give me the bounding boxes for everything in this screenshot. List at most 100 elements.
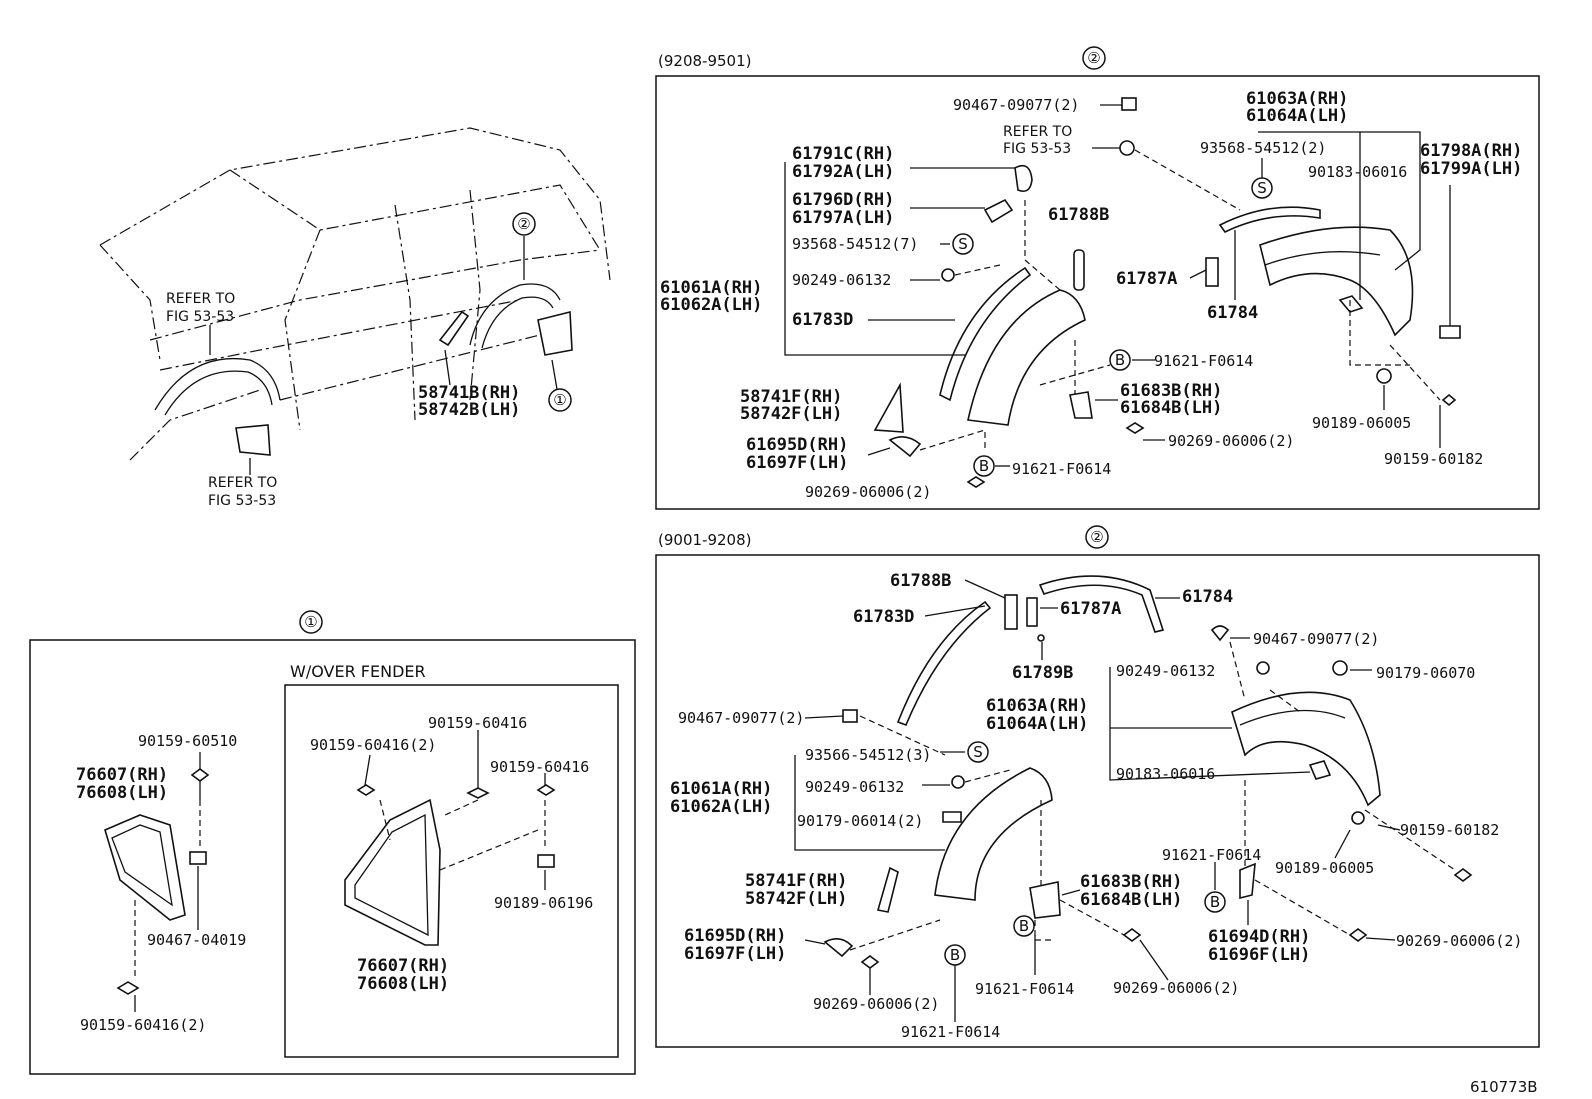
lower-rivet-90269-c (1348, 928, 1368, 942)
upper-dash-6 (1039, 364, 1111, 386)
lower-symbol-s (967, 741, 989, 763)
front-mud-guard (235, 424, 271, 456)
lower-label-58741f: 58741F(RH) (745, 871, 847, 891)
dash-over-4 (439, 829, 539, 871)
upper-label-61684b: 61684B(LH) (1120, 398, 1222, 418)
upper-part-61683b (1069, 391, 1093, 419)
upper-rivet-90269-a (1125, 422, 1145, 434)
lower-rivet-90269-a (860, 955, 880, 969)
part-76607-rh-left: 76607(RH) (76, 765, 168, 785)
lower-label-61063a: 61063A(RH) (986, 696, 1088, 716)
lower-symbol-b-3-text: B (950, 946, 960, 964)
upper-bracket-61063a (1258, 131, 1421, 271)
lower-dash-1 (859, 715, 946, 756)
upper-label-refer-to: REFER TO (1003, 124, 1072, 140)
lower-part-61787a (1026, 597, 1038, 627)
upper-part-61796d (983, 198, 1014, 224)
lower-dash-11 (1059, 899, 1125, 936)
nut-90467-04019 (189, 851, 207, 865)
part-90159-60510: 90159-60510 (138, 732, 237, 750)
dash-over-1 (379, 799, 391, 841)
vehicle-callout-1-circle (548, 388, 572, 412)
lower-label-90467-09077-a: 90467-09077(2) (1253, 630, 1379, 648)
upper-label-61791c: 61791C(RH) (792, 144, 894, 164)
upper-label-61797a: 61797A(LH) (792, 208, 894, 228)
rear-fender-flare-outer (469, 283, 561, 346)
lower-label-61694d: 61694D(RH) (1208, 927, 1310, 947)
lower-label-61788b: 61788B (890, 571, 951, 591)
lower-leader-61783d (924, 605, 986, 617)
upper-nut-90189 (1376, 368, 1392, 384)
lower-dash-6 (1254, 879, 1351, 936)
lower-leader-90269-b (1139, 939, 1169, 981)
upper-label-61787a: 61787A (1116, 269, 1177, 289)
front-fender-flare-outer (154, 357, 281, 411)
upper-symbol-b-1-text: B (1115, 351, 1125, 369)
upper-label-61788b: 61788B (1048, 205, 1109, 225)
lower-dash-7 (849, 919, 941, 951)
lower-bolt-90159 (1453, 868, 1473, 882)
vehicle-callout-1: ① (553, 391, 566, 409)
detail-1-title-circle (299, 610, 323, 634)
lower-leader-90467-b (804, 715, 844, 719)
upper-part-61787a (1205, 257, 1219, 287)
upper-label-61063a: 61063A(RH) (1246, 89, 1348, 109)
mud-guard-left (104, 814, 186, 921)
vehicle-side-line (159, 299, 521, 371)
upper-dash-1 (1134, 149, 1241, 211)
upper-symbol-b-2 (973, 455, 995, 477)
lower-symbol-b-2-text: B (1019, 917, 1029, 935)
vehicle-fig-label: FIG 53-53 (166, 309, 234, 325)
upper-label-90159-60182: 90159-60182 (1384, 450, 1483, 468)
upper-symbol-s-2 (952, 233, 974, 255)
lower-leader-90269-c (1365, 937, 1396, 941)
lower-symbol-b-2 (1013, 915, 1035, 937)
lower-label-90269-06006-b: 90269-06006(2) (1113, 979, 1239, 997)
part-90189-06196: 90189-06196 (494, 894, 593, 912)
upper-rear-flare (1259, 226, 1414, 337)
vehicle-refer-to-label: REFER TO (166, 291, 235, 307)
lower-part-61683b (1029, 881, 1061, 919)
lower-part-90183 (1308, 760, 1332, 780)
part-76607-rh-over: 76607(RH) (357, 956, 449, 976)
part-90159-60416-2-left: 90159-60416(2) (80, 1016, 206, 1034)
lower-label-90183-06016: 90183-06016 (1116, 765, 1215, 783)
upper-label-61783d: 61783D (792, 310, 853, 330)
upper-label-93568-54512-2: 93568-54512(2) (1200, 139, 1326, 157)
upper-clip-90467 (1121, 97, 1137, 111)
part-90159-60416-top: 90159-60416 (428, 714, 527, 732)
lower-clip-90467-b (842, 709, 858, 723)
upper-label-58742f: 58742F(LH) (740, 404, 842, 424)
mud-guard-left-inner (111, 824, 173, 907)
lower-fender-section: (9001-9208) ② (655, 525, 1540, 1048)
lower-dash-2 (964, 769, 1011, 783)
vehicle-part-58741b: 58741B(RH) (418, 383, 520, 403)
lower-title-circle (1085, 525, 1109, 549)
upper-dash-7 (919, 429, 986, 451)
lower-screw-90249-b (951, 775, 965, 789)
lower-label-93566-54512: 93566-54512(3) (805, 746, 931, 764)
lower-label-90269-06006-a: 90269-06006(2) (813, 995, 939, 1013)
lower-label-90249-06132-b: 90249-06132 (805, 778, 904, 796)
detail-1-frame (29, 639, 636, 1075)
upper-label-91621-f0614-b: 91621-F0614 (1012, 460, 1111, 478)
lower-label-90189-06005: 90189-06005 (1275, 859, 1374, 877)
upper-title: ② (1087, 49, 1100, 67)
upper-screw-90249 (941, 268, 955, 282)
lower-bracket-90249 (1109, 667, 1311, 781)
upper-part-90183 (1338, 295, 1364, 313)
lower-label-90159-60182: 90159-60182 (1400, 821, 1499, 839)
detail-1-title: ① (304, 613, 317, 631)
lower-leader-61683b (1061, 889, 1081, 896)
upper-label-61064a: 61064A(LH) (1246, 106, 1348, 126)
over-fender-title: W/OVER FENDER (290, 662, 426, 681)
lower-label-90179-06070: 90179-06070 (1376, 664, 1475, 682)
vehicle-lower-front (129, 389, 261, 461)
upper-part-61798a (1439, 325, 1461, 339)
upper-label-91621-f0614-a: 91621-F0614 (1154, 352, 1253, 370)
vehicle-refer-to-label-2: REFER TO (208, 475, 277, 491)
lower-label-61783d: 61783D (853, 607, 914, 627)
lower-label-90249-06132-a: 90249-06132 (1116, 662, 1215, 680)
